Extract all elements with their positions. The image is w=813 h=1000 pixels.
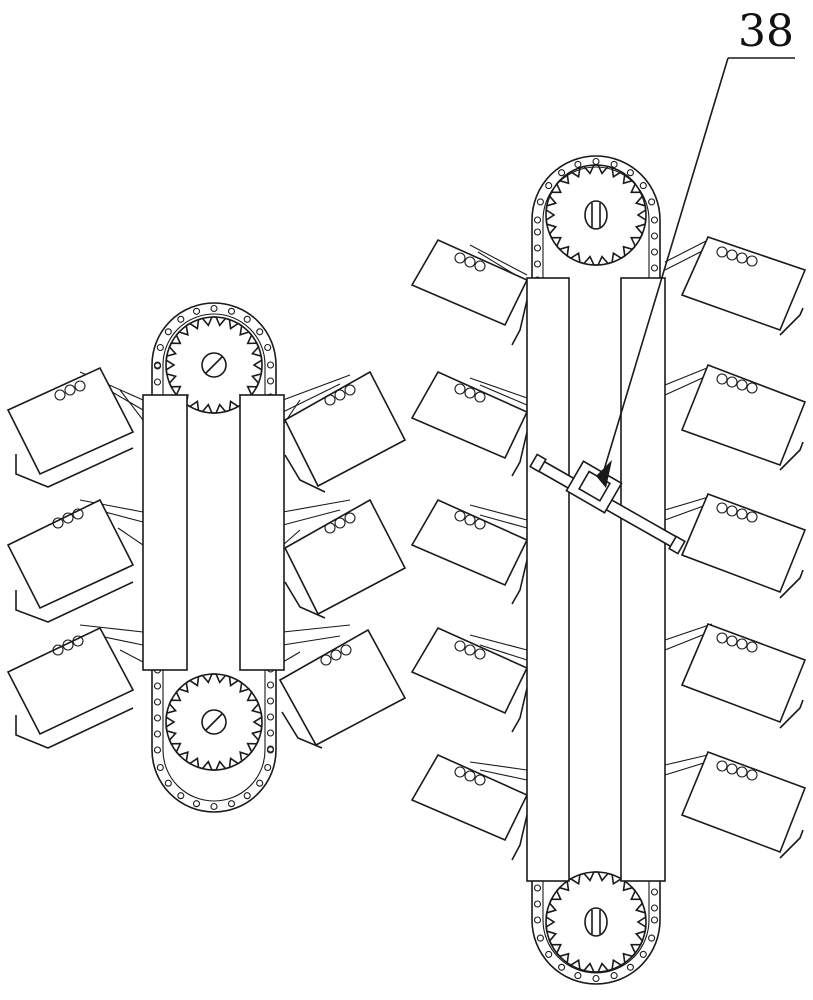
left-rail-inner [239, 394, 285, 671]
callout-38: 38 [596, 6, 795, 488]
box [6, 498, 135, 623]
box [680, 492, 807, 599]
left-bottom-sprocket [165, 673, 263, 771]
box [283, 370, 407, 493]
left-conveyor-assembly [6, 302, 407, 813]
right-outer-right-boxes [680, 236, 807, 859]
leader-line [603, 57, 729, 471]
box [410, 370, 529, 477]
left-inner-boxes [278, 370, 407, 749]
left-rail-outer [142, 394, 188, 671]
box [6, 626, 135, 749]
left-top-sprocket [165, 316, 263, 414]
box [278, 628, 407, 749]
box [410, 238, 529, 346]
right-rail-inner [620, 277, 666, 882]
right-top-sprocket [545, 164, 647, 266]
leader-arrowhead [596, 460, 612, 488]
box [680, 363, 807, 471]
left-outer-boxes [6, 366, 135, 749]
diagonal-linkage-bar [529, 453, 686, 555]
right-chain-loop [531, 155, 661, 985]
right-conveyor-assembly [410, 155, 807, 985]
left-chain-loop [151, 302, 277, 813]
right-rail-outer [526, 277, 570, 882]
box [6, 366, 135, 488]
box [283, 498, 407, 619]
right-outer-left-boxes [410, 238, 529, 861]
reference-numeral: 38 [738, 6, 794, 57]
box [410, 753, 529, 861]
box [680, 622, 807, 729]
box [680, 750, 807, 859]
box [680, 236, 807, 336]
right-bottom-sprocket [545, 871, 647, 973]
box [410, 626, 529, 733]
